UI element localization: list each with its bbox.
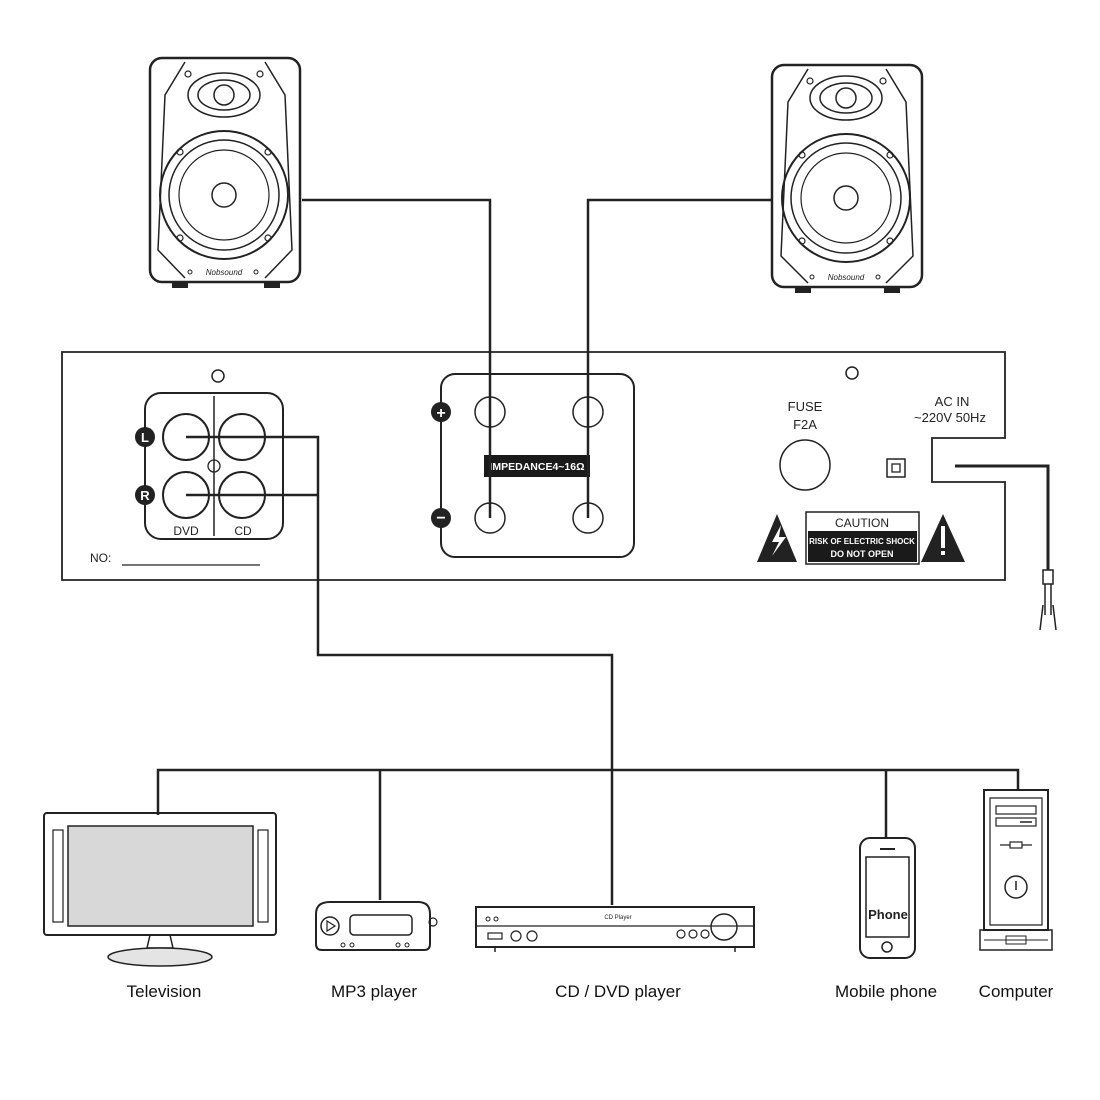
fuse-holder[interactable] — [779, 439, 831, 491]
left-channel-marker: L — [141, 430, 149, 445]
speaker-terminal-block: + − IMPEDANCE4~16Ω — [431, 373, 635, 558]
power-cord — [955, 464, 1057, 631]
television-caption: Television — [126, 982, 202, 1001]
right-speaker-brand: Nobsound — [828, 273, 865, 282]
mp3-player — [315, 901, 438, 951]
cd-dvd-player: CD Player — [475, 906, 755, 952]
mobile-phone-caption: Mobile phone — [834, 982, 938, 1001]
impedance-label: IMPEDANCE4~16Ω — [489, 461, 584, 473]
mp3-player-caption: MP3 player — [331, 982, 417, 1001]
computer-tower — [979, 789, 1053, 951]
cd-dvd-player-caption: CD / DVD player — [555, 982, 681, 1001]
right-channel-marker: R — [140, 488, 150, 503]
fuse-label: FUSE — [788, 399, 823, 414]
caution-label: CAUTION RISK OF ELECTRIC SHOCK DO NOT OP… — [757, 511, 965, 565]
ac-in-label: AC IN — [935, 394, 970, 409]
ac-in-rating: ~220V 50Hz — [914, 410, 986, 425]
television — [43, 812, 277, 967]
right-speaker: Nobsound — [770, 63, 924, 293]
serial-number-label: NO: — [90, 551, 111, 565]
amplifier-rear-panel: L R DVD CD NO: + − IMPEDANCE4~16Ω FUSE F… — [61, 351, 1006, 581]
impedance-label-box — [484, 455, 590, 477]
cd-player-device-text: CD Player — [604, 915, 631, 921]
cd-input-label: CD — [234, 524, 252, 538]
caution-line-1: RISK OF ELECTRIC SHOCK — [809, 537, 915, 546]
plus-marker: + — [436, 405, 445, 422]
fuse-rating: F2A — [793, 417, 817, 432]
left-speaker-brand: Nobsound — [206, 268, 243, 277]
rca-input-block: L R DVD CD — [135, 392, 284, 540]
caution-line-2: DO NOT OPEN — [830, 549, 893, 559]
minus-marker: − — [436, 510, 445, 527]
input-cables — [156, 435, 1020, 905]
dvd-input-label: DVD — [173, 524, 199, 538]
left-speaker: Nobsound — [148, 56, 302, 288]
computer-caption: Computer — [978, 982, 1054, 1001]
double-insulation-symbol — [886, 458, 906, 478]
mobile-phone: Phone — [859, 837, 916, 959]
speaker-cables — [302, 198, 772, 518]
phone-screen-text: Phone — [868, 907, 908, 922]
caution-title: CAUTION — [835, 516, 889, 530]
